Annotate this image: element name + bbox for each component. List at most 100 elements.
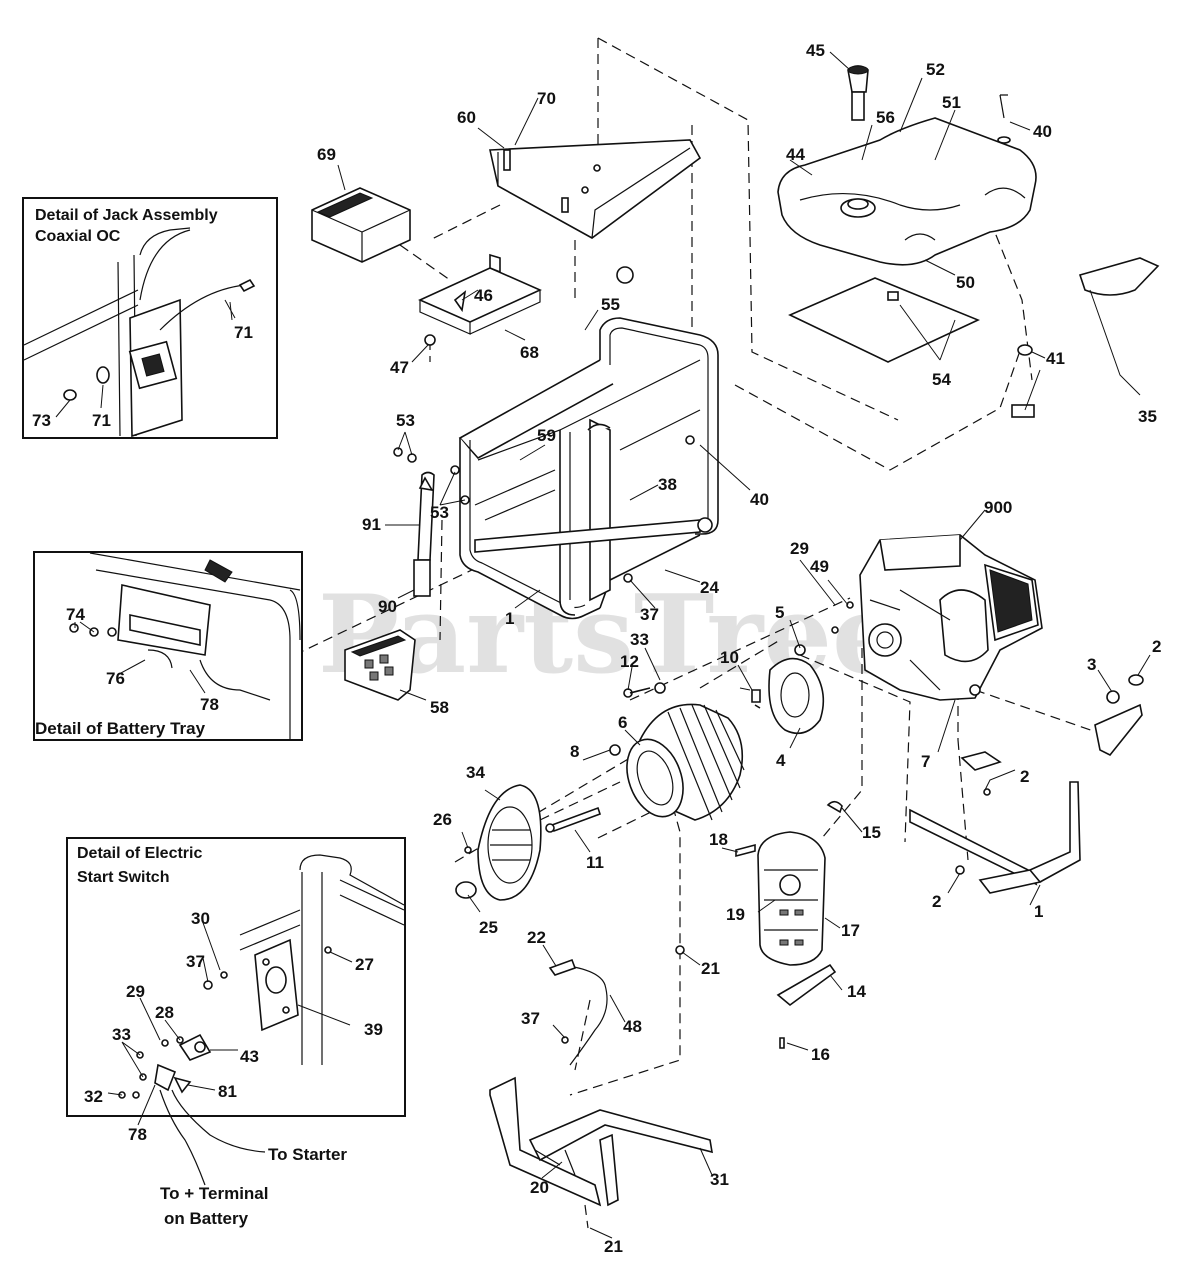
label-part-12: 12: [620, 652, 639, 671]
label-part-52: 52: [926, 60, 945, 79]
label-detail-28: 28: [155, 1003, 174, 1022]
label-detail-74: 74: [66, 605, 85, 624]
label-part-5: 5: [775, 603, 784, 622]
fuel-tank-group: [777, 65, 1160, 418]
label-part-53-upper: 53: [396, 411, 415, 430]
front-cradle: [489, 945, 713, 1207]
label-part-31: 31: [710, 1170, 729, 1189]
label-part-45: 45: [806, 41, 825, 60]
label-part-60: 60: [457, 108, 476, 127]
alternator: [609, 644, 825, 821]
rear-cover: [455, 784, 602, 901]
label-detail-81: 81: [218, 1082, 237, 1101]
switch-detail-title: Detail of Electric: [77, 845, 202, 862]
label-part-37-cradle: 37: [521, 1009, 540, 1028]
label-part-50: 50: [956, 273, 975, 292]
label-part-18: 18: [709, 830, 728, 849]
label-part-2-bracket: 2: [1152, 637, 1161, 656]
label-part-16: 16: [811, 1045, 830, 1064]
battery-group: [311, 187, 542, 346]
label-part-10: 10: [720, 648, 739, 667]
label-part-1-rail: 1: [1034, 902, 1043, 921]
right-support: [909, 674, 1144, 894]
label-detail-76: 76: [106, 669, 125, 688]
label-part-3: 3: [1087, 655, 1096, 674]
label-part-90: 90: [378, 597, 397, 616]
label-detail-73: 73: [32, 411, 51, 430]
hardware: [623, 573, 854, 709]
label-part-15: 15: [862, 823, 881, 842]
label-part-2-support: 2: [1020, 767, 1029, 786]
handle-group: [393, 447, 470, 597]
label-part-69: 69: [317, 145, 336, 164]
label-part-40-frame: 40: [750, 490, 769, 509]
label-part-21-lower: 21: [604, 1237, 623, 1256]
note-to-starter: To Starter: [268, 1145, 347, 1164]
label-part-70: 70: [537, 89, 556, 108]
label-part-34: 34: [466, 763, 485, 782]
label-detail-78-switch: 78: [128, 1125, 147, 1144]
switch-detail-subtitle: Start Switch: [77, 869, 169, 886]
muffler-group: [735, 800, 843, 1049]
label-detail-71-lower: 71: [92, 411, 111, 430]
tank-bracket: [1078, 257, 1160, 296]
label-detail-30: 30: [191, 909, 210, 928]
note-to-battery-line2: on Battery: [164, 1209, 249, 1228]
label-detail-37: 37: [186, 952, 205, 971]
label-part-22: 22: [527, 928, 546, 947]
label-part-8: 8: [570, 742, 579, 761]
jack-detail-title: Detail of Jack Assembly: [35, 207, 218, 224]
label-part-47: 47: [390, 358, 409, 377]
label-part-54: 54: [932, 370, 951, 389]
label-part-6: 6: [618, 713, 627, 732]
label-part-58: 58: [430, 698, 449, 717]
note-to-battery-line1: To + Terminal: [160, 1184, 268, 1203]
label-part-4: 4: [776, 751, 786, 770]
label-part-21-upper: 21: [701, 959, 720, 978]
label-detail-78-battery: 78: [200, 695, 219, 714]
label-part-51: 51: [942, 93, 961, 112]
label-part-68: 68: [520, 343, 539, 362]
label-part-46: 46: [474, 286, 493, 305]
label-part-7: 7: [921, 752, 930, 771]
label-part-44: 44: [786, 145, 805, 164]
label-detail-43: 43: [240, 1047, 259, 1066]
label-part-19: 19: [726, 905, 745, 924]
label-part-35: 35: [1138, 407, 1157, 426]
leader-lines: [55, 51, 1151, 1239]
label-detail-39: 39: [364, 1020, 383, 1039]
label-part-41: 41: [1046, 349, 1065, 368]
label-part-11: 11: [586, 853, 604, 872]
label-part-17: 17: [841, 921, 860, 940]
label-detail-27: 27: [355, 955, 374, 974]
label-part-55: 55: [601, 295, 620, 314]
label-part-56: 56: [876, 108, 895, 127]
label-part-91: 91: [362, 515, 381, 534]
label-part-37: 37: [640, 605, 659, 624]
main-frame: [453, 266, 719, 620]
label-part-2-rail: 2: [932, 892, 941, 911]
label-part-53-lower: 53: [430, 503, 449, 522]
label-detail-33: 33: [112, 1025, 131, 1044]
label-part-1-frame: 1: [505, 609, 514, 628]
label-part-40: 40: [1033, 122, 1052, 141]
control-panel: [344, 629, 416, 701]
label-part-33: 33: [630, 630, 649, 649]
detail-labels: 71 73 71 74 76 78 30 37 27 29 28 39 43 3…: [32, 323, 383, 1144]
detail-start-switch: Detail of Electric Start Switch: [66, 837, 406, 1186]
label-part-14: 14: [847, 982, 866, 1001]
detail-jack-assembly: Detail of Jack Assembly Coaxial OC: [22, 197, 278, 439]
label-part-900: 900: [984, 498, 1012, 517]
tank-pad: [788, 277, 980, 363]
label-part-29: 29: [790, 539, 809, 558]
battery-detail-title: Detail of Battery Tray: [35, 719, 206, 738]
engine: [859, 534, 1043, 701]
label-part-24: 24: [700, 578, 719, 597]
label-part-49: 49: [810, 557, 829, 576]
label-detail-32: 32: [84, 1087, 103, 1106]
label-part-26: 26: [433, 810, 452, 829]
detail-battery-tray: [33, 551, 303, 741]
label-part-25: 25: [479, 918, 498, 937]
fuel-tank: [777, 117, 1037, 266]
